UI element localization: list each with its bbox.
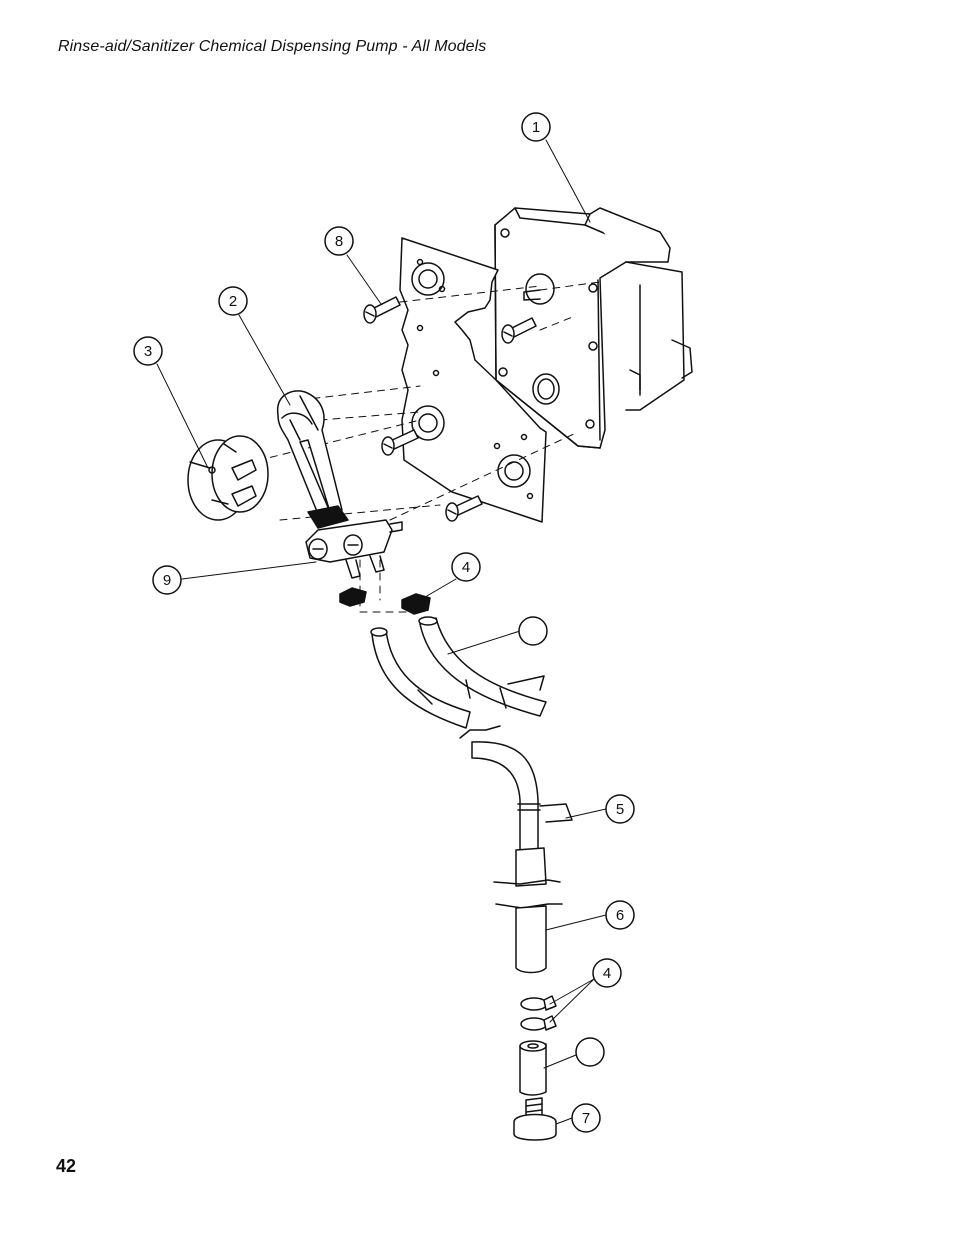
callout-1 [521,112,551,142]
callout-circles [133,112,635,1133]
mounting-plate [399,237,547,523]
callout-2 [218,286,248,316]
callout-4-upper [451,552,481,582]
callout-label-8: 8 [335,233,343,250]
fitting-block [305,519,403,579]
page-number: 42 [56,1156,77,1176]
leader-lines [156,139,607,1125]
tubing [370,616,573,974]
callout-labels: 1 8 2 3 9 4 5 6 4 7 [144,119,624,1127]
page-title: Rinse-aid/Sanitizer Chemical Dispensing … [58,38,487,55]
hex-nuts [339,587,431,615]
squeeze-tube [277,390,349,529]
motor-housing [494,207,693,449]
callout-label-4-upper: 4 [462,559,470,576]
callout-label-3: 3 [144,343,152,360]
callout-4-lower [592,958,622,988]
callout-label-4-lower: 4 [603,965,611,982]
callout-blank-upper [518,616,548,646]
assembly-lines [219,281,601,613]
callout-5 [605,794,635,824]
callout-7 [571,1103,601,1133]
hose-clamps [520,995,557,1031]
callout-label-1: 1 [532,119,540,136]
callout-9 [152,565,182,595]
callout-6 [605,900,635,930]
rotor [187,435,269,521]
foot-valve [513,1040,557,1141]
callout-label-6: 6 [616,907,624,924]
callout-label-5: 5 [616,801,624,818]
callout-3 [133,336,163,366]
callout-label-7: 7 [582,1110,590,1127]
screw-parts [363,296,537,522]
callout-label-9: 9 [163,572,171,589]
callout-blank-lower [575,1037,605,1067]
callout-8 [324,226,354,256]
callout-label-2: 2 [229,293,237,310]
